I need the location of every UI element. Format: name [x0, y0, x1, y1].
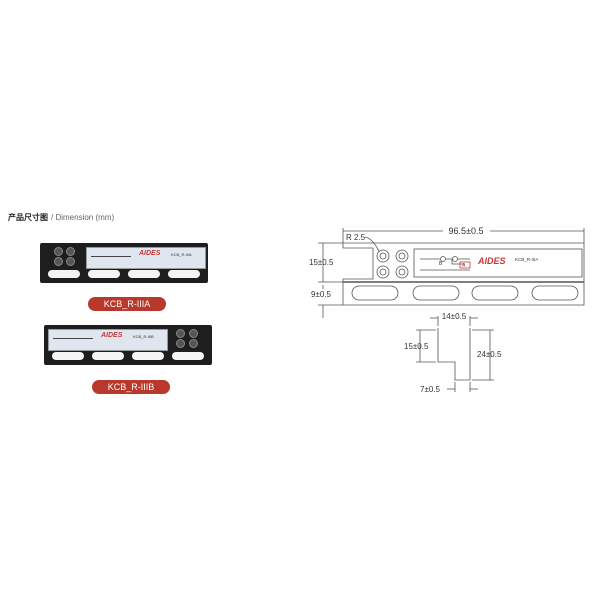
product-photo-b: AIDES KCB_R-IIIB: [44, 325, 212, 365]
section-title: 产品尺寸图/ Dimension (mm): [8, 212, 114, 223]
screw-icon: [54, 247, 63, 256]
circuit-label-b: B: [439, 261, 443, 267]
screw-icon: [189, 339, 198, 348]
screw-icon: [176, 329, 185, 338]
model-label-b: KCB_R-IIIB: [92, 380, 170, 394]
screw-icon: [66, 247, 75, 256]
profile-top-width-dim: 14±0.5: [442, 312, 467, 321]
profile-total-height-dim: 24±0.5: [477, 350, 502, 359]
title-cn: 产品尺寸图: [8, 213, 48, 222]
screw-icon: [176, 339, 185, 348]
brand-logo: AIDES: [101, 332, 123, 339]
model-text: KCB_R-IIIA: [171, 252, 192, 257]
upper-height-dim: 15±0.5: [309, 258, 334, 267]
circuit-label-a: A: [462, 263, 466, 269]
lower-height-dim: 9±0.5: [311, 290, 332, 299]
panel-brand: AIDES: [477, 256, 506, 266]
product-panel: AIDES KCB_R-IIIB: [48, 329, 168, 351]
title-en: / Dimension (mm): [51, 213, 115, 222]
screw-icon: [54, 257, 63, 266]
radius-dim: R 2.5: [346, 233, 366, 242]
profile-left-height-dim: 15±0.5: [404, 342, 429, 351]
product-panel: AIDES KCB_R-IIIA: [86, 247, 206, 269]
model-label-a: KCB_R-IIIA: [88, 297, 166, 311]
panel-model: KCB_R-IIIA: [515, 257, 538, 262]
model-text: KCB_R-IIIB: [133, 334, 154, 339]
length-dim: 96.5±0.5: [449, 226, 484, 236]
brand-logo: AIDES: [139, 250, 161, 257]
screw-icon: [189, 329, 198, 338]
profile-bottom-width-dim: 7±0.5: [420, 385, 441, 394]
screw-icon: [66, 257, 75, 266]
product-photo-a: AIDES KCB_R-IIIA: [40, 243, 208, 283]
